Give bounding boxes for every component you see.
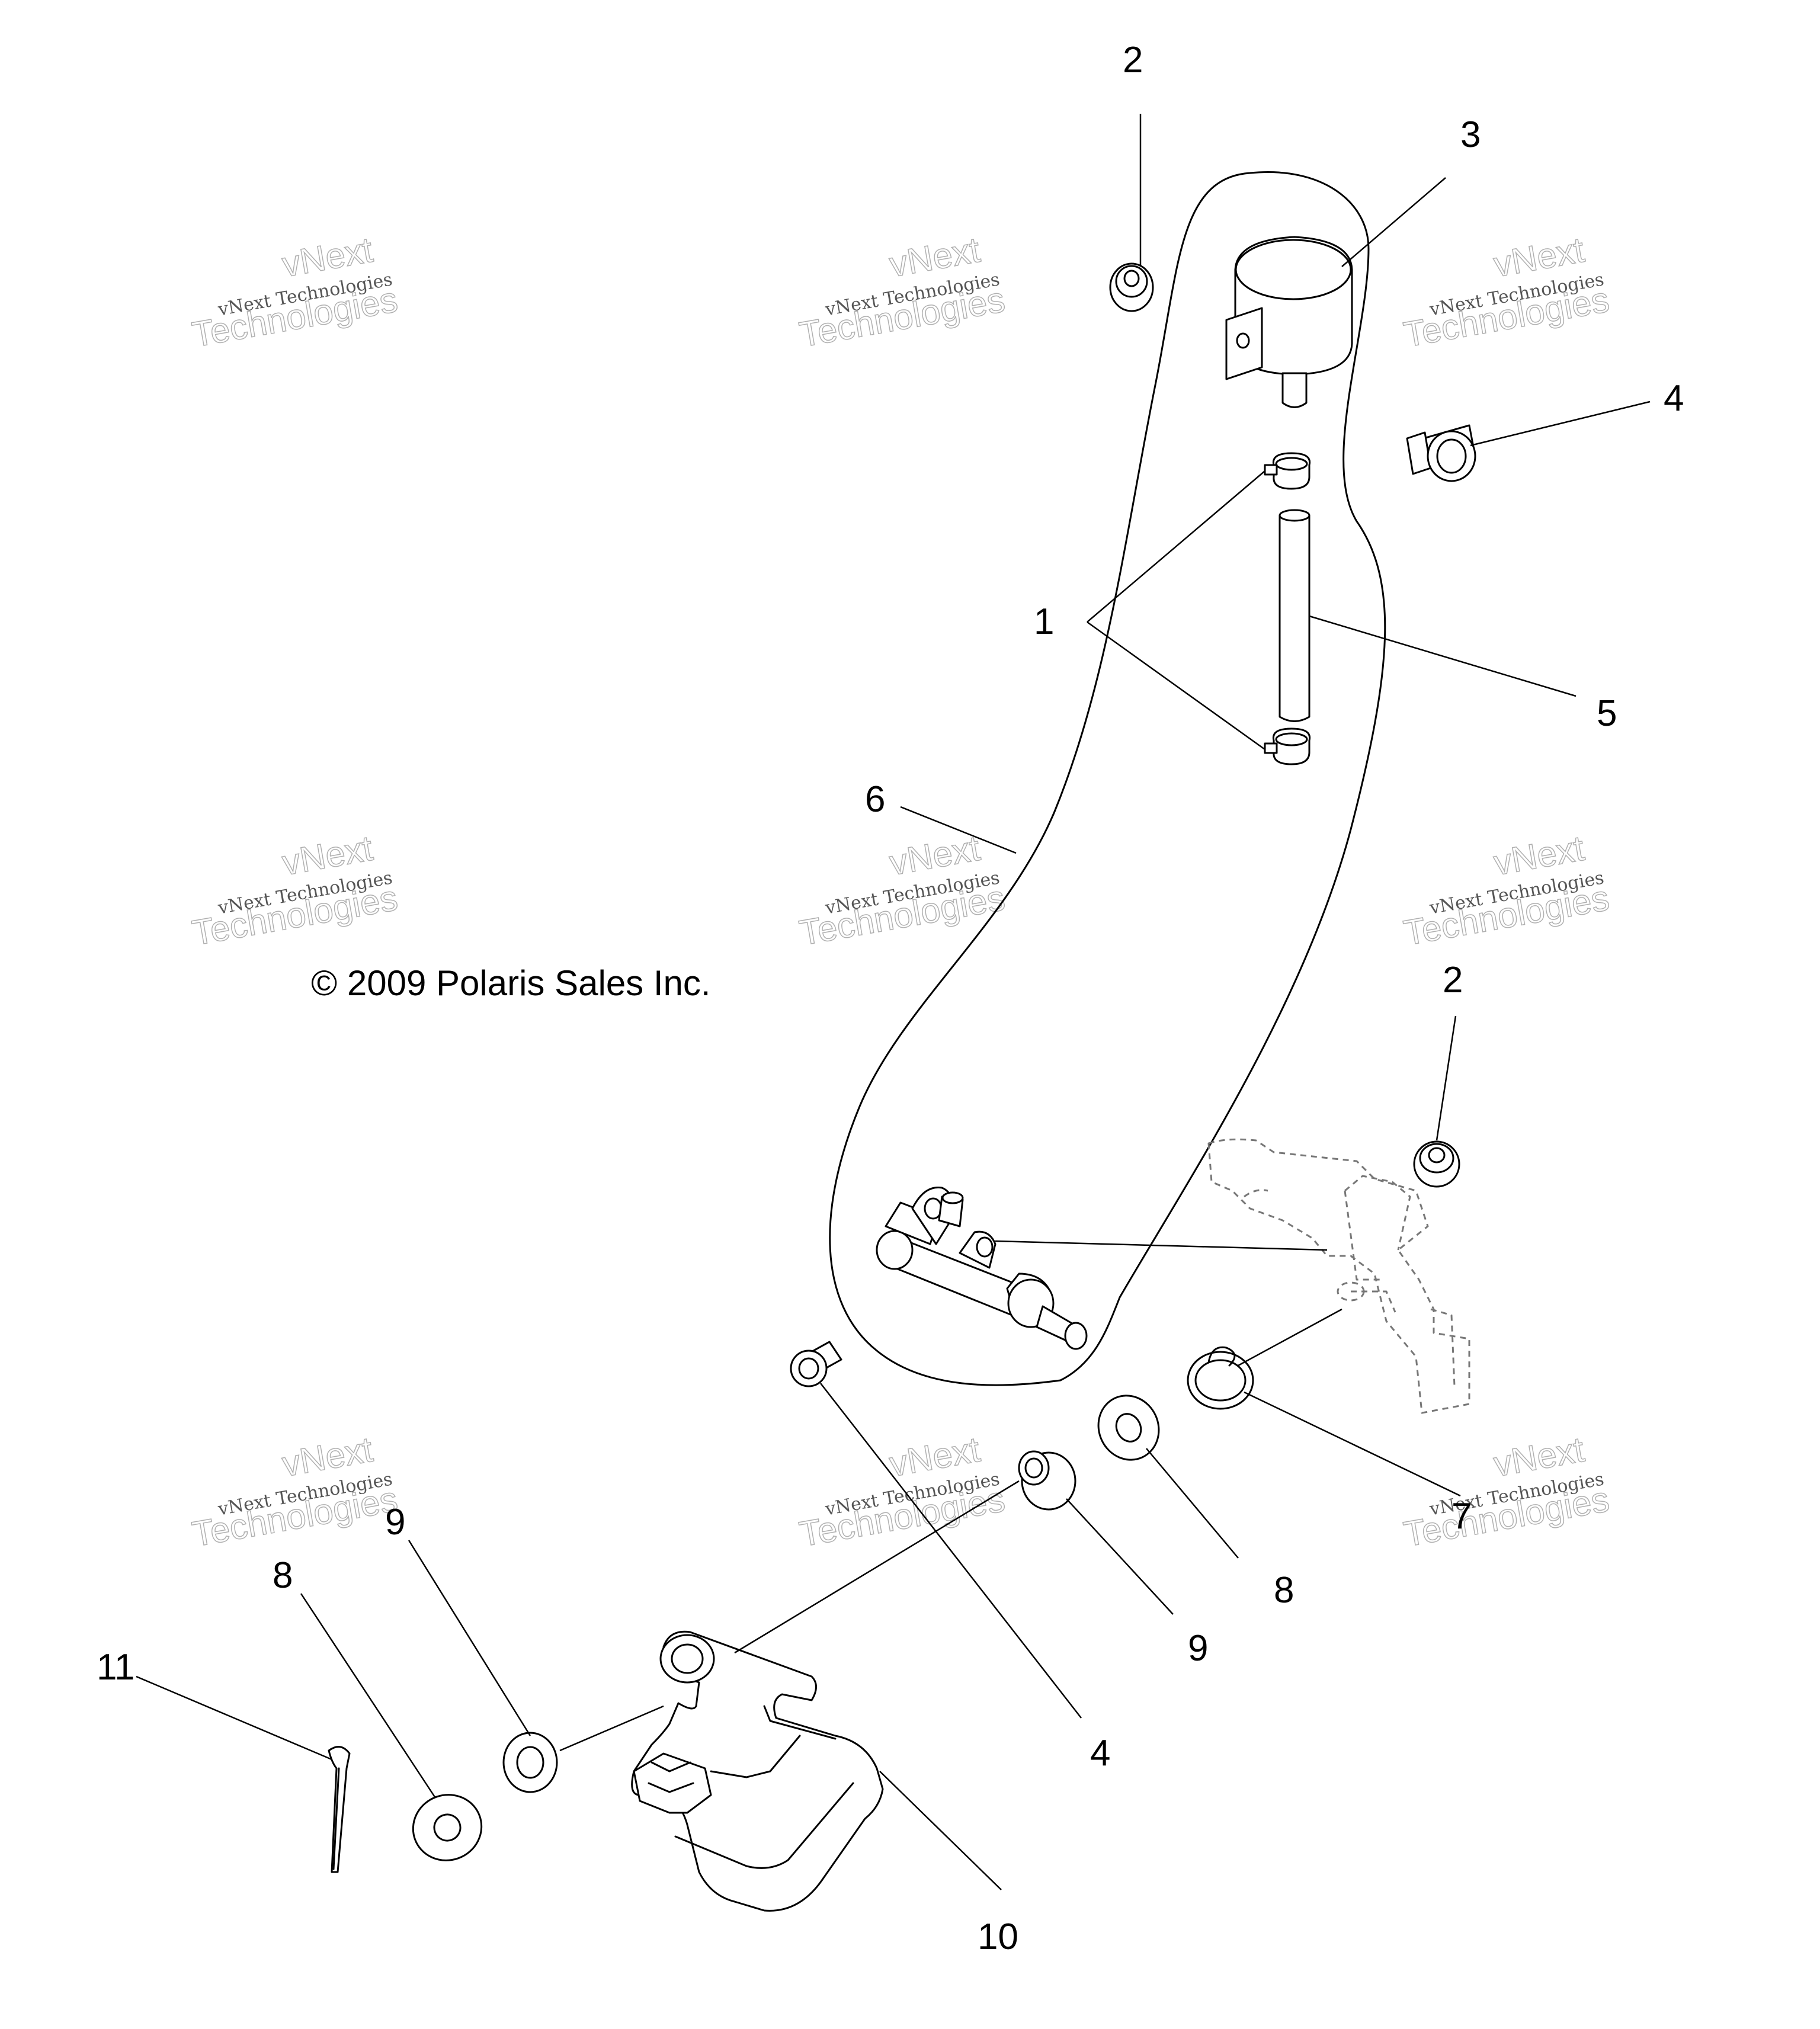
bushing-right (1018, 1450, 1076, 1511)
washer-right (1097, 1395, 1160, 1461)
callout-2-right: 2 (1443, 960, 1463, 1001)
watermark: vNext Technologies vNext Technologies (1401, 1429, 1613, 1554)
washer-left (412, 1794, 483, 1861)
master-cylinder (876, 1186, 1088, 1350)
leader-clip (1238, 1308, 1342, 1367)
callout-4-top: 4 (1664, 378, 1684, 419)
callout-1: 1 (1034, 601, 1054, 642)
leader-6 (900, 806, 1017, 854)
callout-8-left: 8 (273, 1555, 293, 1596)
leader-8-left (300, 1593, 437, 1799)
callout-10: 10 (978, 1916, 1018, 1957)
leader-4-top (1470, 400, 1651, 447)
callout-3: 3 (1460, 114, 1481, 155)
callout-11: 11 (97, 1647, 134, 1688)
leader-9-right (1066, 1498, 1174, 1615)
hose-clamp-upper (1264, 452, 1311, 490)
leader-2-right (1436, 1015, 1457, 1141)
bracket-reference (1207, 1138, 1470, 1414)
reservoir (1225, 236, 1353, 408)
hose (1279, 509, 1310, 722)
leader-bracket (995, 1240, 1328, 1251)
watermark: vNext Technologies vNext Technologies (796, 1429, 1008, 1554)
callout-4-bottom: 4 (1090, 1733, 1110, 1774)
flange-nut-right (1413, 1140, 1460, 1188)
watermark: vNext Technologies vNext Technologies (796, 229, 1008, 355)
watermark: vNext Technologies vNext Technologies (189, 1429, 401, 1554)
flange-nut-top (1109, 262, 1154, 312)
bolt-bottom (790, 1341, 842, 1387)
bolt-top (1406, 424, 1476, 482)
callout-2-top: 2 (1123, 40, 1143, 81)
copyright-notice: © 2009 Polaris Sales Inc. (311, 963, 711, 1003)
leader-5 (1309, 615, 1577, 697)
watermark: vNext Technologies vNext Technologies (796, 828, 1008, 953)
callout-5: 5 (1597, 693, 1617, 734)
brake-pedal (631, 1630, 884, 1912)
leader-4-bottom (820, 1383, 1082, 1719)
leader-8-right (1146, 1448, 1239, 1559)
callouts: 2 3 4 1 5 6 2 7 8 9 4 9 8 11 10 (97, 40, 1684, 1957)
watermark: vNext Technologies vNext Technologies (189, 828, 401, 953)
callout-7: 7 (1451, 1496, 1472, 1537)
watermark: vNext Technologies vNext Technologies (189, 229, 401, 355)
leader-bushing-pedal (734, 1480, 1020, 1654)
leader-3 (1341, 177, 1446, 267)
callout-8-right: 8 (1274, 1570, 1294, 1611)
watermarks: vNext Technologies vNext Technologies vN… (189, 229, 1613, 1554)
callout-6: 6 (865, 779, 885, 820)
leader-10 (879, 1771, 1002, 1890)
assembly-outline (829, 171, 1386, 1386)
spring-clip (1187, 1346, 1254, 1410)
leader-9-left (559, 1705, 664, 1752)
leader-9-left-label (408, 1540, 531, 1736)
hose-clamp-lower (1264, 727, 1311, 765)
bushing-left (502, 1732, 558, 1793)
callout-9-right: 9 (1188, 1628, 1208, 1669)
leader-7 (1244, 1391, 1461, 1497)
leader-11 (136, 1675, 332, 1761)
leader-lines (136, 114, 1651, 1890)
leader-1b (1087, 621, 1265, 751)
watermark: vNext Technologies vNext Technologies (1401, 828, 1613, 953)
watermark: vNext Technologies vNext Technologies (1401, 229, 1613, 355)
callout-9-left: 9 (385, 1502, 405, 1543)
cotter-pin (328, 1746, 351, 1873)
leader-1a (1087, 470, 1265, 623)
